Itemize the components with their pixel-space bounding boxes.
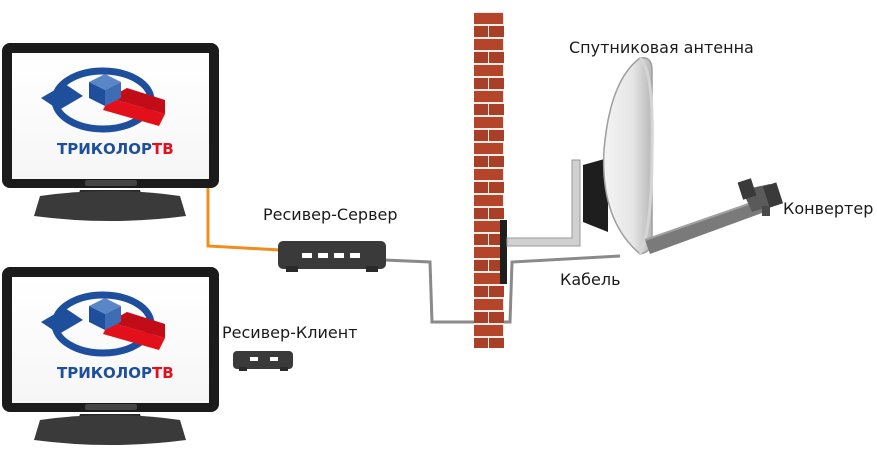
brand-name-text: ТРИКОЛОРТВ <box>57 140 174 158</box>
receiver-server-label: Ресивер-Сервер <box>263 205 398 224</box>
converter-label: Конвертер <box>783 199 873 218</box>
converter-icon <box>737 178 784 216</box>
orange-cable <box>206 188 281 252</box>
satellite-dish-icon <box>583 56 784 255</box>
receiver-server <box>278 241 386 272</box>
dish-mount <box>500 159 581 284</box>
receiver-client <box>233 351 293 371</box>
monitor-bottom: ТРИКОЛОРТВ <box>2 267 219 445</box>
monitor-top: ТРИКОЛОРТВ <box>2 43 219 221</box>
brand-name-text: ТРИКОЛОРТВ <box>57 364 174 382</box>
receiver-client-label: Ресивер-Клиент <box>222 323 358 342</box>
coax-cable-to-server <box>383 254 621 324</box>
cable-label: Кабель <box>560 270 621 289</box>
antenna-label: Спутниковая антенна <box>569 38 754 57</box>
brick-wall-icon <box>474 12 504 348</box>
